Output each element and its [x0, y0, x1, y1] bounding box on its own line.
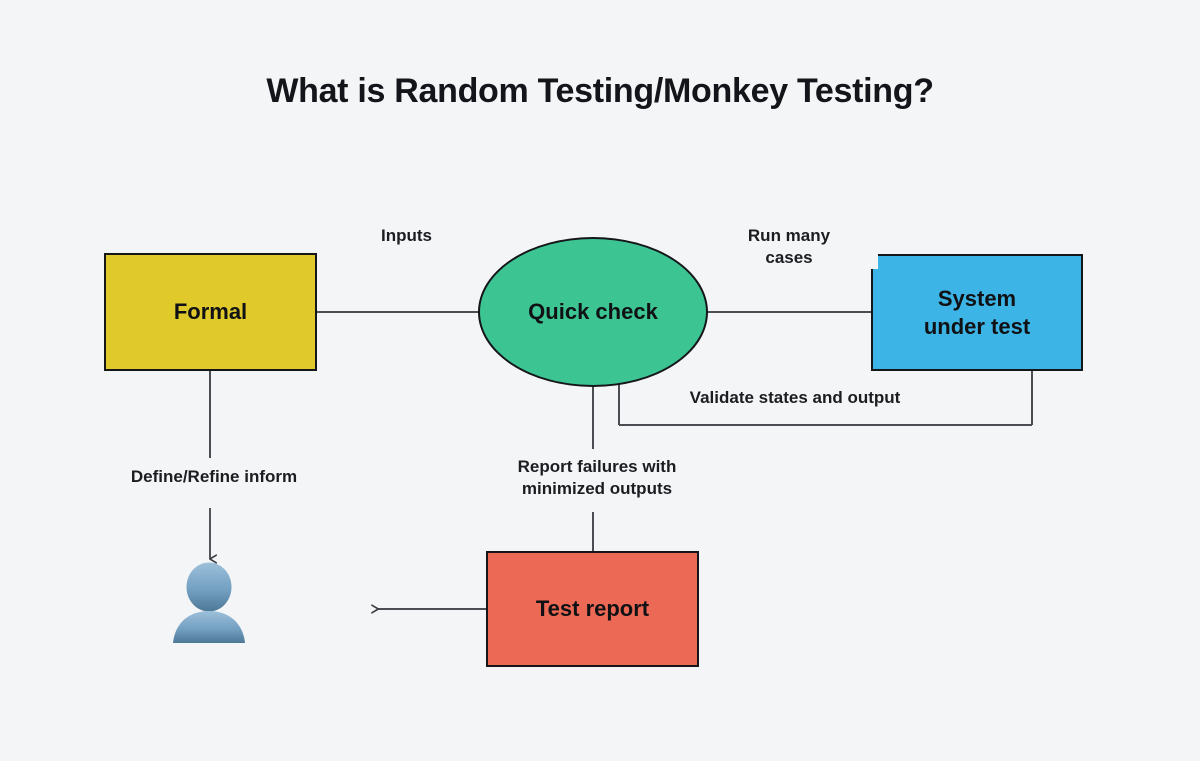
node-test-report[interactable] [486, 551, 699, 667]
node-system-under-test[interactable] [871, 254, 1083, 371]
user-avatar-icon [173, 562, 245, 643]
node-formal[interactable] [104, 253, 317, 371]
node-quick-check[interactable] [478, 237, 708, 387]
page-title: What is Random Testing/Monkey Testing? [266, 72, 934, 110]
